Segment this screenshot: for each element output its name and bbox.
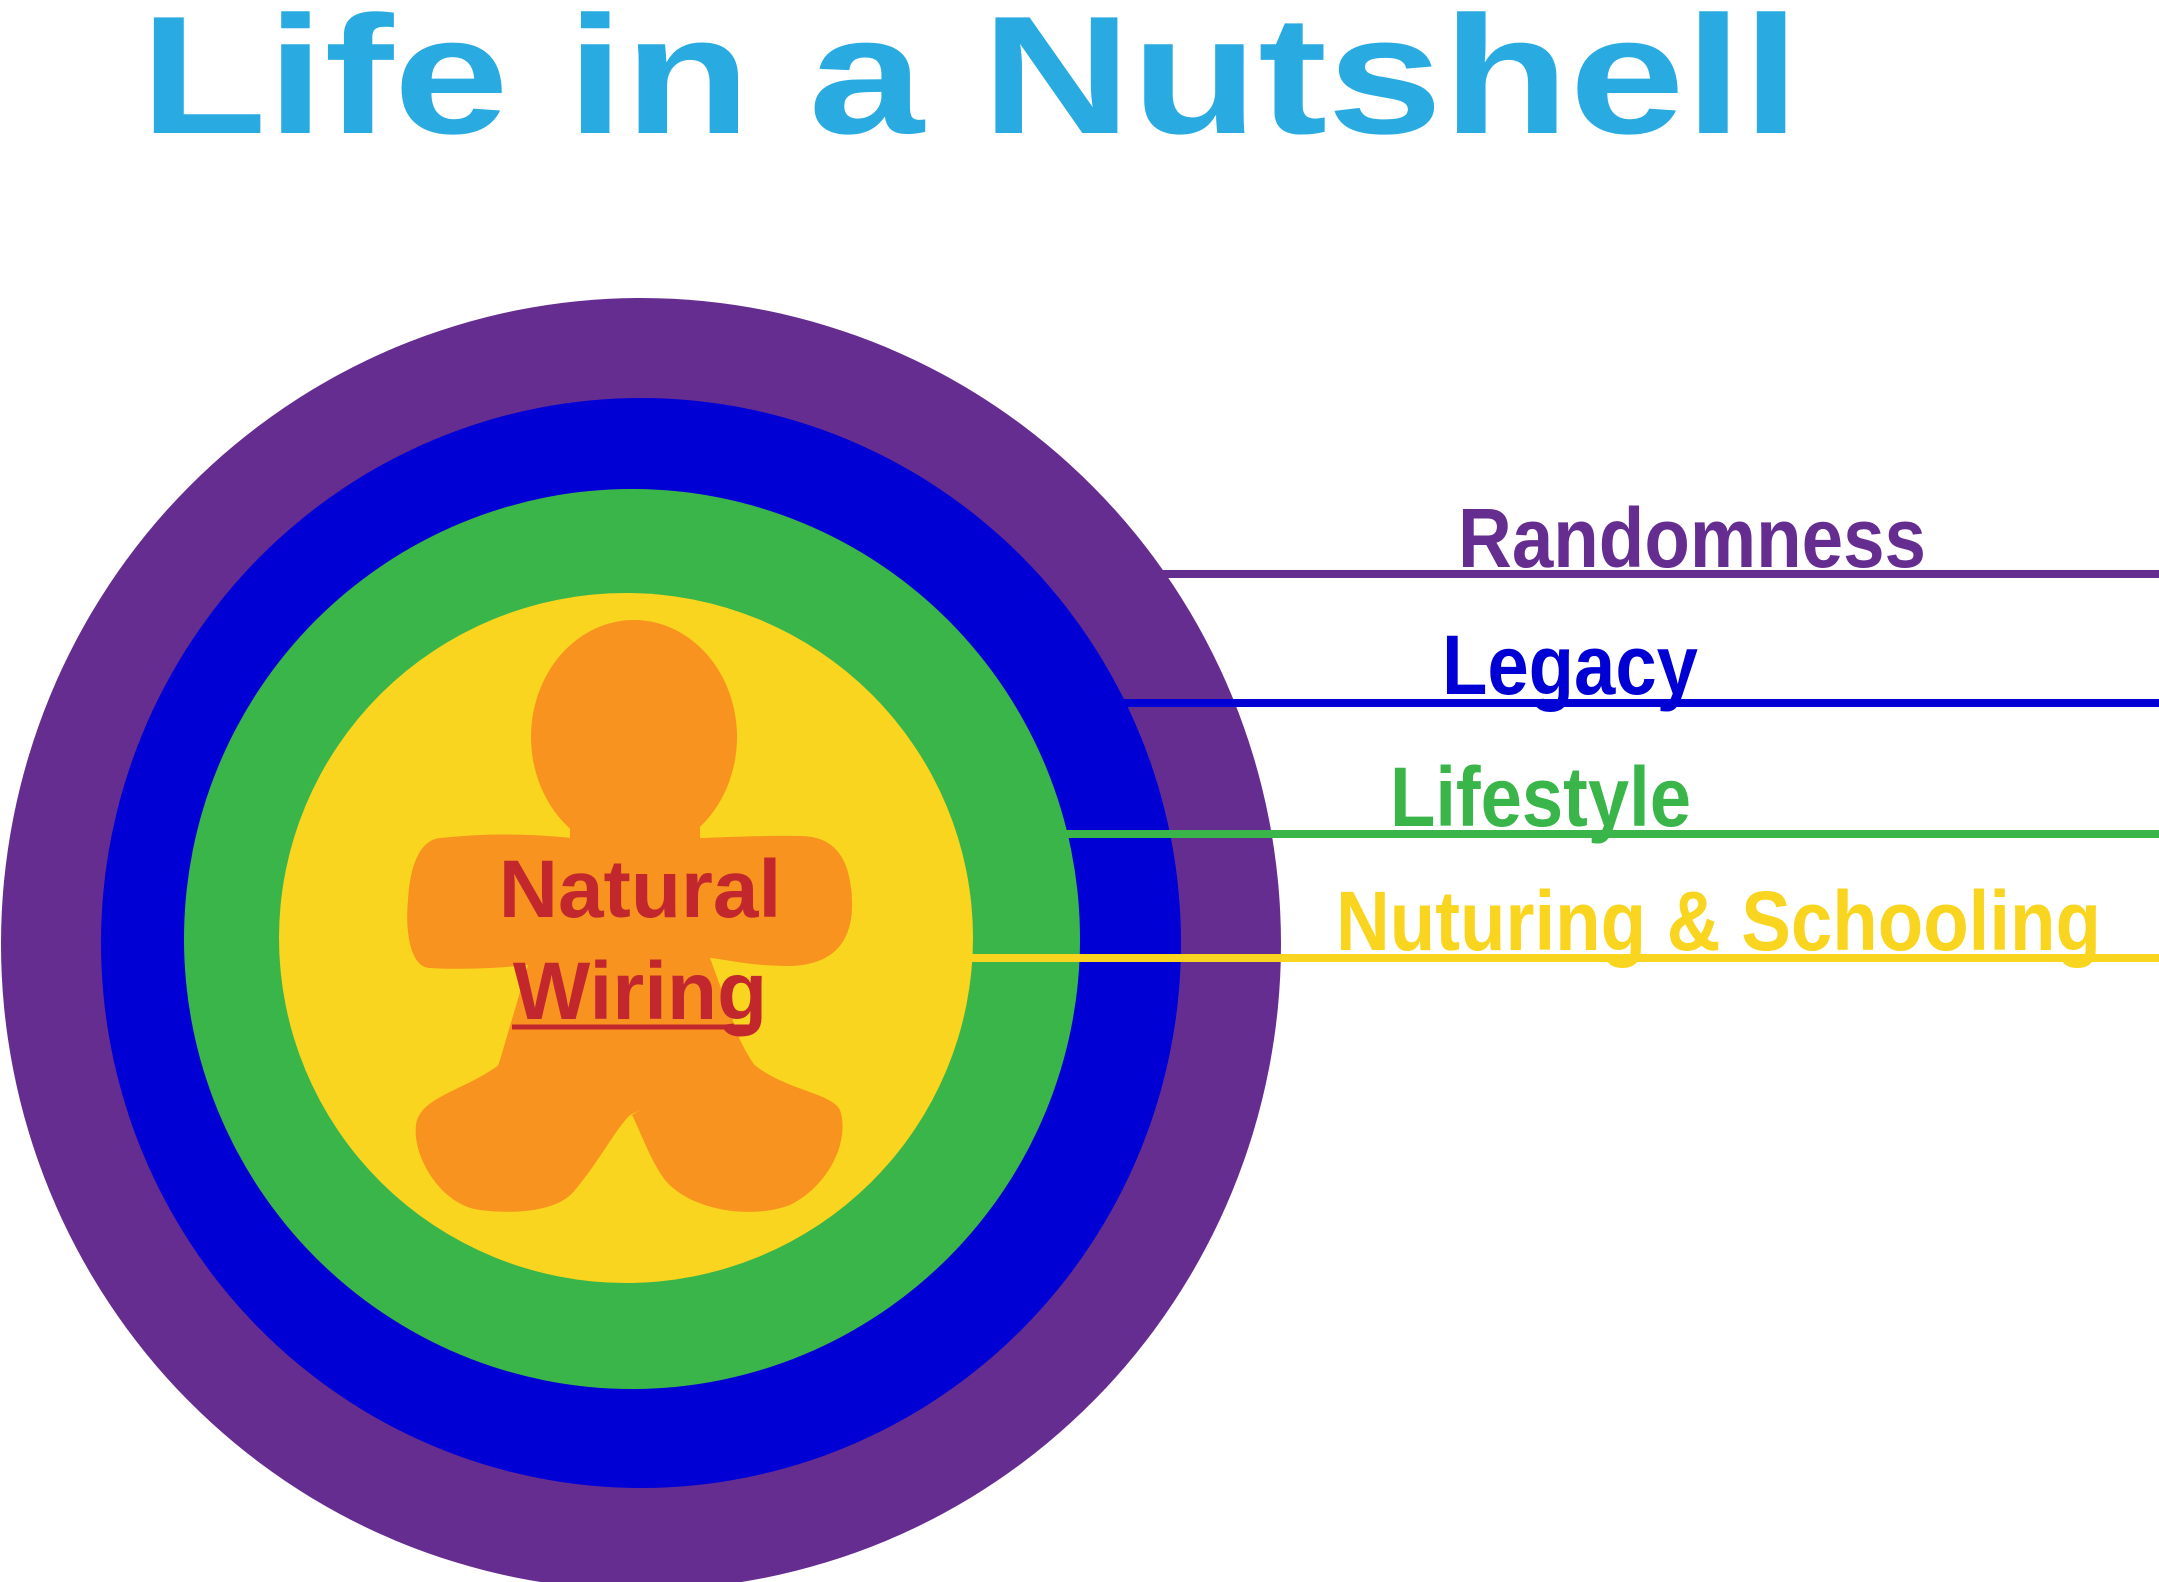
label-legacy: Legacy: [1442, 618, 1698, 712]
label-randomness: Randomness: [1458, 491, 1926, 585]
center-label-line2: Wiring: [513, 946, 767, 1037]
gingerbread-person-icon: [407, 620, 852, 1212]
page-title: Life in a Nutshell: [140, 0, 1800, 169]
label-lifestyle: Lifestyle: [1390, 750, 1691, 844]
label-nurturing: Nuturing & Schooling: [1336, 874, 2101, 968]
figure-leg-gap: [600, 1118, 660, 1180]
center-label-line1: Natural: [499, 844, 782, 935]
